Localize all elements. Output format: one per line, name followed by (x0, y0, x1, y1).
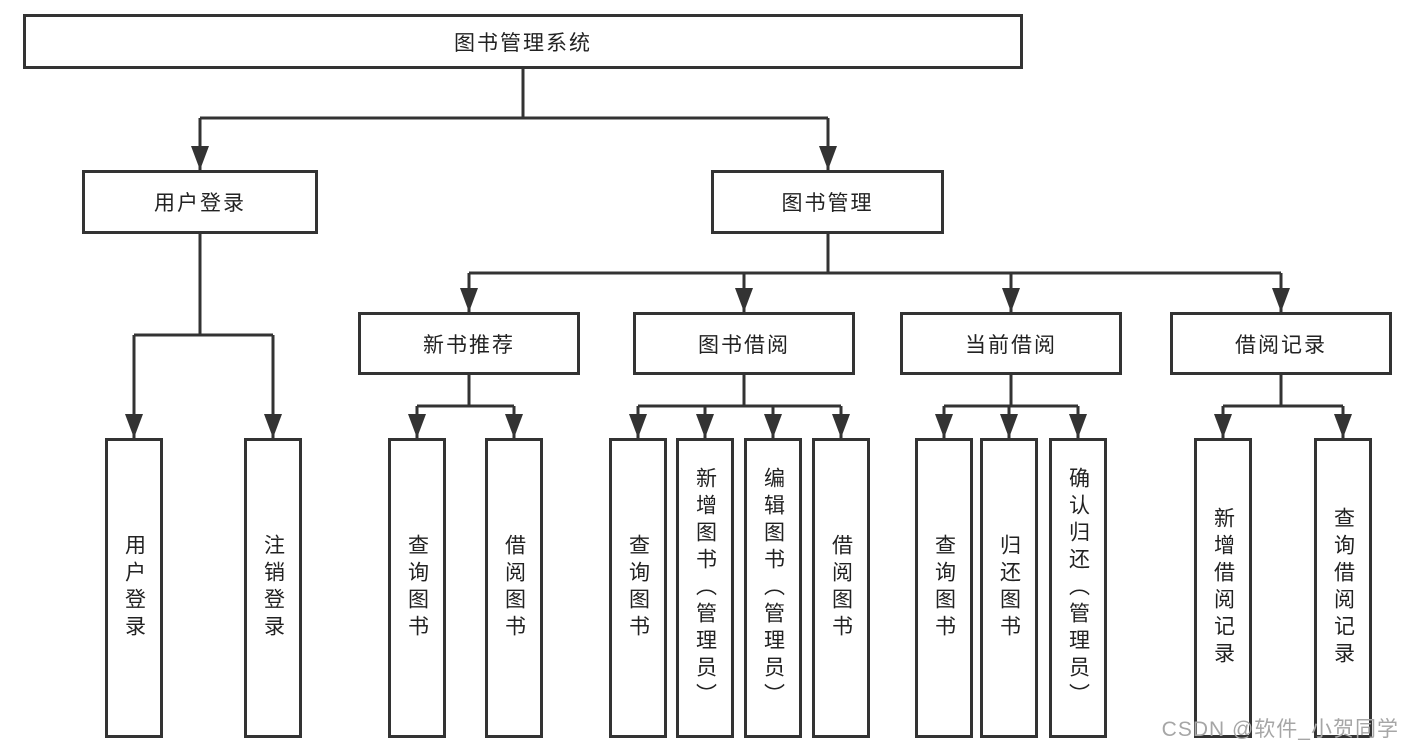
leaf-add-borrow-record: 新增借阅记录 (1194, 438, 1252, 738)
leaf-return-books: 归还图书 (980, 438, 1038, 738)
node-new-book-recommend: 新书推荐 (358, 312, 580, 375)
leaf-query-borrow-record: 查询借阅记录 (1314, 438, 1372, 738)
leaf-edit-books-admin: 编辑图书（管理员） (744, 438, 802, 738)
leaf-query-books-recommend: 查询图书 (388, 438, 446, 738)
leaf-user-login: 用户登录 (105, 438, 163, 738)
csdn-watermark: CSDN @软件_小贺同学 (1161, 718, 1399, 741)
leaf-borrow-books-recommend: 借阅图书 (485, 438, 543, 738)
leaf-borrow-books: 借阅图书 (812, 438, 870, 738)
node-borrow-records: 借阅记录 (1170, 312, 1392, 375)
leaf-add-books-admin: 新增图书（管理员） (676, 438, 734, 738)
leaf-confirm-return-admin: 确认归还（管理员） (1049, 438, 1107, 738)
leaf-query-books-borrow: 查询图书 (609, 438, 667, 738)
node-user-login: 用户登录 (82, 170, 318, 234)
node-book-borrow: 图书借阅 (633, 312, 855, 375)
leaf-query-books-current: 查询图书 (915, 438, 973, 738)
node-book-management: 图书管理 (711, 170, 944, 234)
leaf-logout: 注销登录 (244, 438, 302, 738)
node-current-borrow: 当前借阅 (900, 312, 1122, 375)
node-library-management-system: 图书管理系统 (23, 14, 1023, 69)
